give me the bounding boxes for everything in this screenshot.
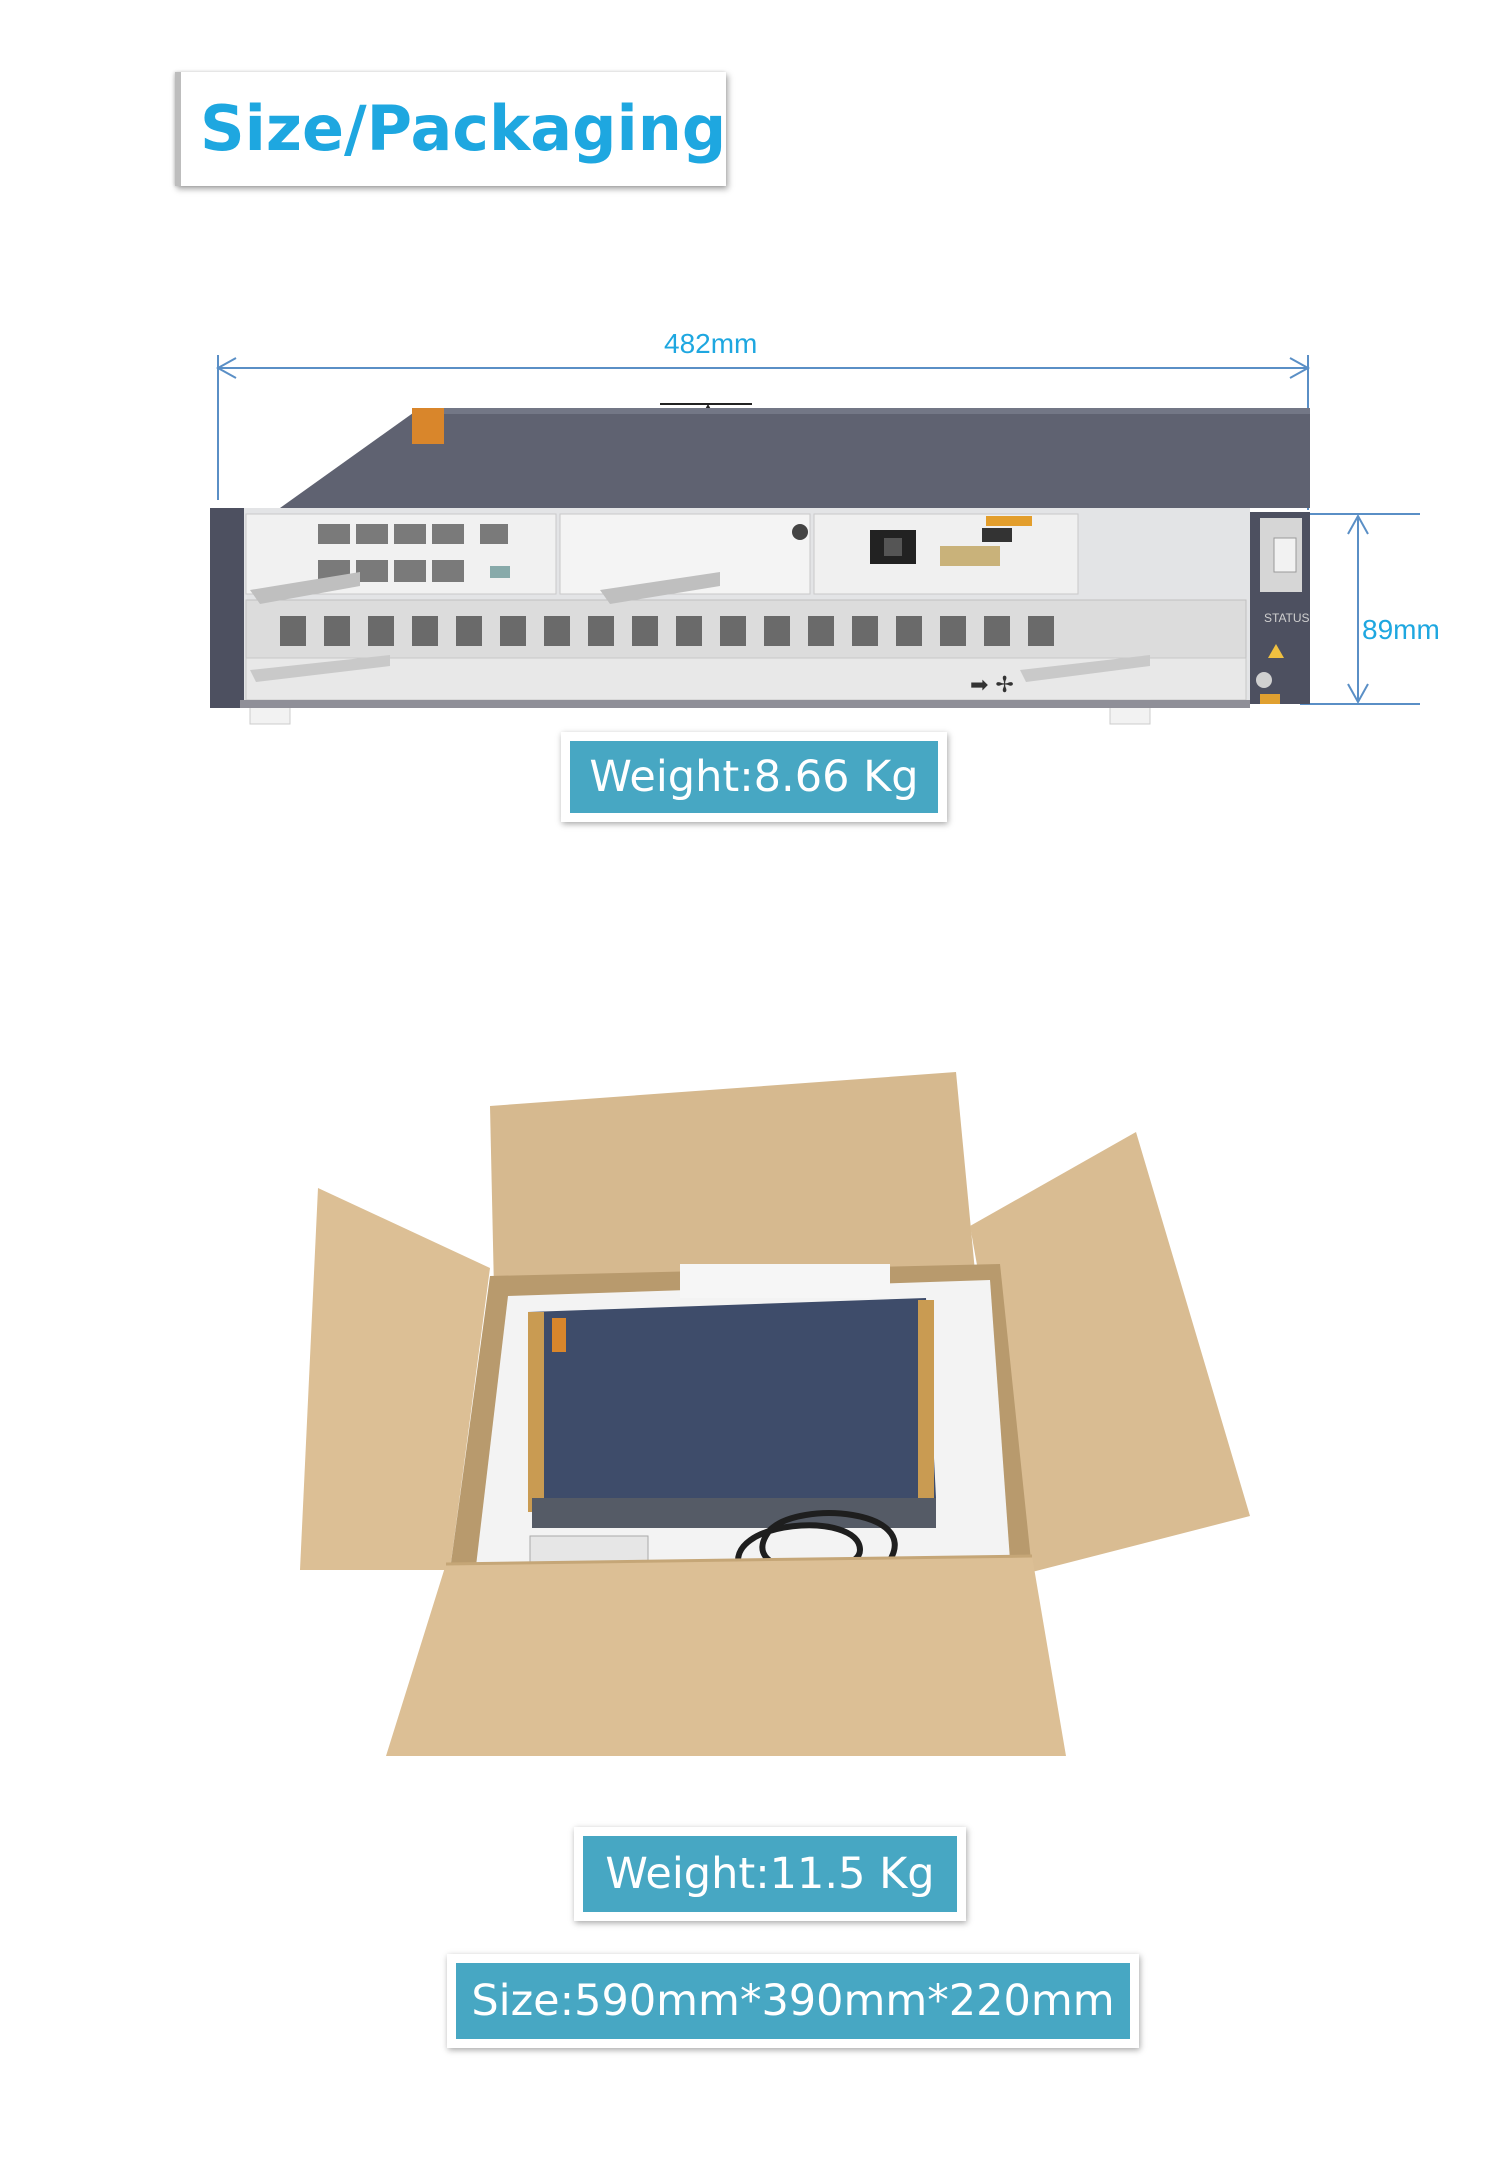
svg-text:➡ ✢: ➡ ✢ xyxy=(970,673,1014,698)
status-label: STATUS xyxy=(1264,611,1310,625)
package-size-label: Size:590mm*390mm*220mm xyxy=(456,1963,1130,2039)
page-title: Size/Packaging xyxy=(200,92,727,165)
device-weight-label: Weight:8.66 Kg xyxy=(570,741,938,813)
width-dimension-label: 482mm xyxy=(664,328,758,359)
title-banner xyxy=(175,72,726,186)
package-weight-label: Weight:11.5 Kg xyxy=(583,1836,957,1912)
device-weight-label-frame: Weight:8.66 Kg xyxy=(561,732,947,822)
olt-device-image: STATUS ➡ ✢ xyxy=(210,408,1310,725)
package-weight-label-frame: Weight:11.5 Kg xyxy=(574,1827,966,1921)
package-size-label-frame: Size:590mm*390mm*220mm xyxy=(447,1954,1139,2048)
package-box-image xyxy=(300,1072,1250,1756)
height-dimension-label: 89mm xyxy=(1362,614,1440,645)
